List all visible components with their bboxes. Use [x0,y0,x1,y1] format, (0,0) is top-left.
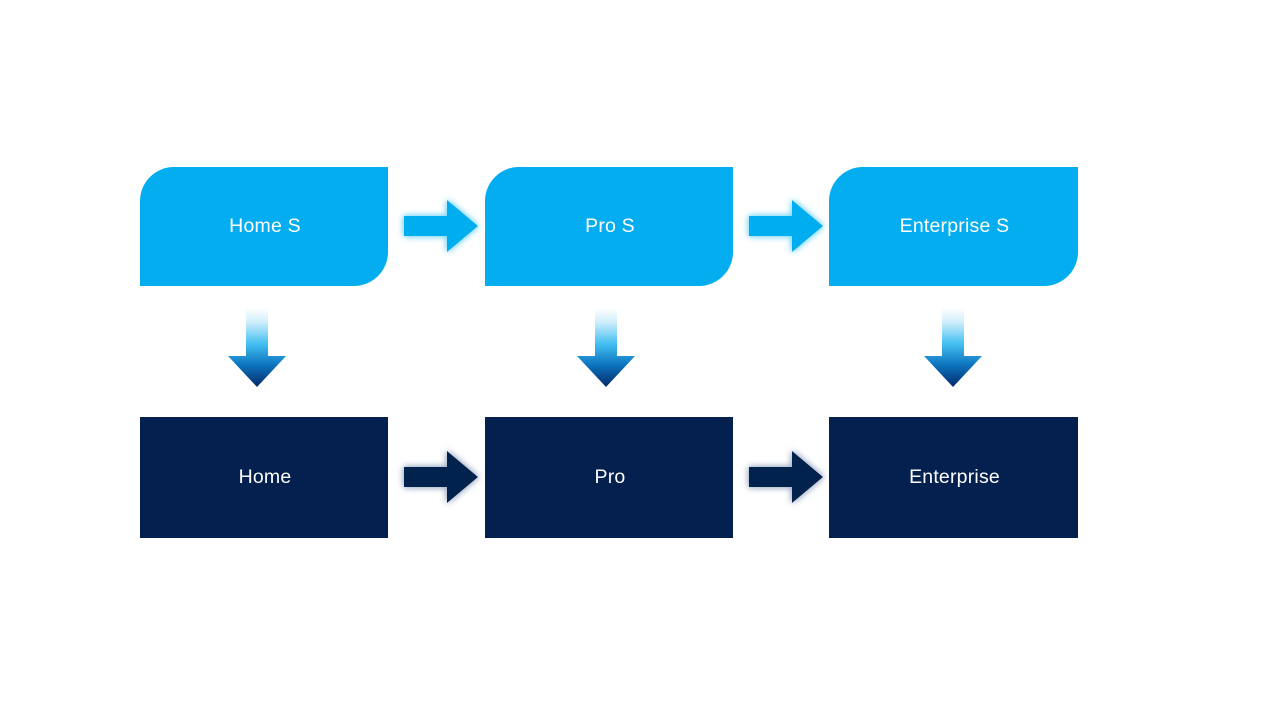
arrow-right-icon-pro-to-enterprise [747,446,825,508]
node-enterprise[interactable]: Enterprise [829,417,1078,538]
arrow-right-icon-home-s-to-pro-s [402,195,480,257]
node-pro-label: Pro [594,465,626,488]
arrow-right-icon-home-to-pro [402,446,480,508]
node-enterprise-label: Enterprise [909,465,1000,488]
node-home-s[interactable]: Home S [140,167,388,286]
arrow-down-icon-home-s-to-home [225,308,289,388]
node-pro[interactable]: Pro [485,417,733,538]
node-pro-s-label: Pro S [585,214,635,237]
node-home[interactable]: Home [140,417,388,538]
node-home-s-label: Home S [229,214,301,237]
node-home-label: Home [238,465,292,488]
arrow-right-icon-pro-s-to-enterprise-s [747,195,825,257]
arrow-down-icon-pro-s-to-pro [574,308,638,388]
node-enterprise-s[interactable]: Enterprise S [829,167,1078,286]
node-pro-s[interactable]: Pro S [485,167,733,286]
node-enterprise-s-label: Enterprise S [899,214,1010,237]
arrow-down-icon-enterprise-s-to-enterprise [921,308,985,388]
